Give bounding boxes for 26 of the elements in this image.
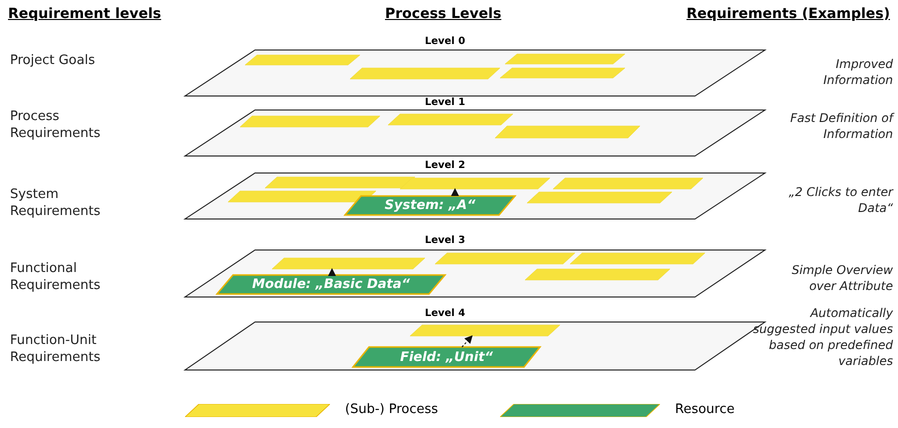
column-heading: Requirement levels bbox=[8, 6, 162, 22]
example-text: Automatically suggested input values based on predefined variables bbox=[753, 305, 893, 369]
requirement-level: System Requirements bbox=[10, 186, 102, 220]
arrow bbox=[451, 188, 459, 196]
level-heading: Level 1 bbox=[424, 97, 466, 108]
requirement-level: Process Requirements bbox=[10, 108, 102, 142]
legend-label: (Sub-) Process bbox=[345, 402, 438, 417]
level-heading: Level 4 bbox=[424, 308, 466, 319]
column-heading: Requirements (Examples) bbox=[686, 6, 890, 22]
legend-label: Resource bbox=[675, 402, 735, 417]
example-text: „2 Clicks to enter Data“ bbox=[788, 184, 893, 216]
arrow bbox=[462, 335, 473, 348]
level-heading: Level 0 bbox=[424, 36, 466, 47]
example-text: Improved Information bbox=[822, 56, 893, 88]
resource-label: System: „A“ bbox=[384, 198, 476, 213]
arrow bbox=[328, 268, 336, 276]
example-text: Fast Definition of Information bbox=[789, 110, 893, 142]
level-heading: Level 3 bbox=[424, 235, 466, 246]
column-heading: Process Levels bbox=[385, 6, 502, 22]
resource-label: Module: „Basic Data“ bbox=[252, 277, 410, 292]
resource-label: Field: „Unit“ bbox=[400, 350, 493, 364]
example-text: Simple Overview over Attribute bbox=[790, 262, 893, 294]
requirement-level: Functional Requirements bbox=[10, 260, 102, 294]
requirement-level: Function-Unit Requirements bbox=[10, 332, 102, 366]
requirement-level: Project Goals bbox=[10, 52, 96, 69]
level-heading: Level 2 bbox=[424, 160, 466, 171]
